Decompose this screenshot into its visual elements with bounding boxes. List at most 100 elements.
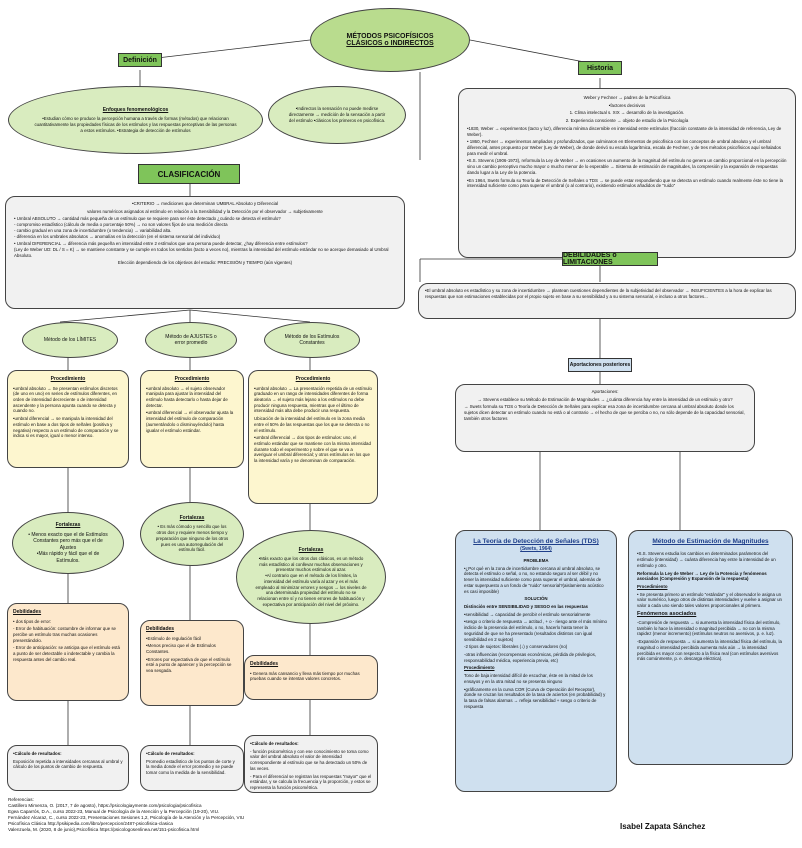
limites-fortalezas-oval: Fortalezas • Menos exacto que el de Estí…: [12, 512, 124, 574]
ajustes-calculo-box: •Cálculo de resultados: Promedio estadís…: [140, 745, 244, 791]
indirectos-text: •Indirectos la sensación no puede medirs…: [288, 106, 386, 123]
debilidades-text: •Menos preciso que el de Estímulos Const…: [146, 643, 216, 654]
debilidades-heading: Debilidades: [250, 661, 279, 667]
ajustes-procedimiento-box: Procedimiento •umbral absoluto → el suje…: [140, 370, 244, 468]
title-line2: CLÁSICOS o INDIRECTOS: [346, 40, 434, 47]
estimacion-fenomenos-label: Fenómenos asociados: [637, 610, 697, 617]
calculo-text: Exposición repetida a intensidades cerca…: [13, 758, 123, 770]
debilidades-text: •Errores por expectativa de que el estím…: [146, 656, 232, 674]
tds-solucion-text: -2 tipos de sujetos: liberales (↓) y con…: [464, 644, 568, 650]
historia-line: 1. Clima intelectual s. XIX → desarrollo…: [569, 110, 685, 116]
fortalezas-heading: Fortalezas: [55, 522, 81, 528]
fortalezas-heading: Fortalezas: [179, 514, 205, 521]
debilidades-text: • dos tipos de error:: [13, 618, 52, 624]
aportaciones-line: → Stevens establece su Método de Estimac…: [477, 396, 733, 402]
estimacion-box: Método de Estimación de Magnitudes •S.S.…: [628, 530, 793, 765]
metodo-limites-label: Método de los LÍMITES: [43, 337, 97, 343]
definicion-label: Definición: [118, 53, 162, 67]
metodo-ajustes-label: Método de AJUSTES o error promedio: [165, 334, 217, 346]
tds-solucion-text: -otras influencias (recompensas económic…: [464, 652, 597, 663]
debilidades-text: •Estímulo de regulación fácil: [146, 635, 202, 641]
calculo-heading: •Cálculo de resultados:: [13, 751, 62, 756]
aportaciones-line: Aportaciones:: [591, 389, 619, 394]
clasificacion-line: - cambio gradual en una zona de incertid…: [14, 227, 172, 233]
fortalezas-text: •Al contrario que en el método de los lí…: [255, 573, 367, 607]
tds-box: La Teoría de Detección de Señales (TDS) …: [455, 530, 617, 792]
procedimiento-heading: Procedimiento: [174, 376, 210, 382]
procedimiento-text: Ubicación de la intensidad del estímulo …: [254, 416, 370, 433]
aportaciones-box: Aportaciones: → Stevens establece su Mét…: [455, 384, 755, 452]
clasificacion-line: • Umbral DIFERENCIAL → diferencia más pe…: [14, 241, 308, 247]
calculo-text: - función psicométrica y con ese conocim…: [250, 748, 369, 771]
debilidades-label: DEBILIDADES o LIMITACIONES: [562, 252, 658, 266]
clasificacion-line: - compromiso estadístico (cálculo de med…: [14, 222, 228, 228]
historia-line: Weber y Fechner → padres de la Psicofísi…: [583, 95, 671, 100]
estimacion-procedimiento-text: • Se presenta primero un estímulo "están…: [637, 591, 782, 609]
fortalezas-text: • Es más cómodo y sencillo que los otros…: [155, 524, 229, 553]
fortalezas-text: • Menos exacto que el de Estímulos Const…: [28, 531, 108, 551]
procedimiento-text: •umbral absoluto → Se presentan estímulo…: [13, 385, 118, 414]
clasificacion-line: - diferencia en los umbrales absolutos →…: [14, 233, 221, 239]
limites-calculo-box: •Cálculo de resultados: Exposición repet…: [7, 745, 129, 791]
tds-title: La Teoría de Detección de Señales (TDS): [473, 538, 599, 545]
historia-line: •En 1964, Swets formula su Teoría de Det…: [467, 177, 783, 189]
reference-item: Valenzuela, M. (2020, 8 de junio),Psicof…: [8, 827, 200, 833]
tds-procedimiento-text: Tono de baja intensidad difícil de escuc…: [464, 673, 593, 684]
tds-solucion-label: SOLUCIÓN: [524, 596, 548, 602]
historia-box: Weber y Fechner → padres de la Psicofísi…: [458, 88, 796, 258]
metodo-limites-oval: Método de los LÍMITES: [22, 322, 118, 358]
tds-problema-text: •¿Por qué en la zona de incertidumbre ce…: [464, 565, 604, 594]
historia-line: • 1860, Fechner → experimentos ampliados…: [467, 139, 781, 156]
estimacion-procedimiento-label: Procedimiento: [637, 584, 668, 590]
historia-line: •factores decisivos: [608, 102, 646, 108]
historia-line: •S.S. Stevens (1906-1973), reformula la …: [467, 158, 787, 175]
metodo-constantes-oval: Método de los Estímulos Constantes: [264, 322, 360, 358]
reference-item: Egea Caparrós, D.A., curso 2022-23, Manu…: [8, 809, 220, 815]
clasificacion-box: •CRITERIO → mediciones que determinan UM…: [5, 196, 405, 309]
calculo-heading: •Cálculo de resultados:: [250, 741, 299, 746]
estimacion-title: Método de Estimación de Magnitudes: [652, 538, 769, 545]
procedimiento-text: •umbral diferencial → el observador ajus…: [146, 410, 234, 433]
tds-solucion-text: •sesgo o criterio de respuesta → actitud…: [464, 619, 607, 642]
aportaciones-posteriores-label: Aportaciones posteriores: [568, 358, 632, 372]
author-name: Isabel Zapata Sánchez: [620, 822, 706, 831]
estimacion-fenomenos-text: -Compresión de respuesta → si aumenta la…: [637, 620, 781, 637]
tds-solucion-text: •sensibilidad → capacidad de percibir el…: [464, 611, 591, 617]
tds-procedimiento-label: Procedimiento: [464, 665, 495, 671]
limites-debilidades-box: Debilidades • dos tipos de error: - Erro…: [7, 603, 129, 701]
references-label: Referencias:: [8, 797, 34, 802]
debilidades-text: - Error de habituación: costumbre de inf…: [13, 626, 116, 643]
clasificacion-line: Elección dependiendo de los objetivos de…: [117, 260, 293, 266]
procedimiento-text: •umbral absoluto → el sujeto observador …: [146, 385, 228, 408]
ajustes-debilidades-box: Debilidades •Estímulo de regulación fáci…: [140, 620, 244, 706]
debilidades-text: - Error de anticipación: se anticipa que…: [13, 645, 120, 662]
reference-item: Castillero Mimenza, O. (2017, 7 de agost…: [8, 803, 202, 809]
tds-subtitle: (Swets, 1964): [520, 546, 552, 553]
clasificacion-line: (Ley de Weber UD: DL / S = K) → se manti…: [14, 247, 389, 258]
constantes-procedimiento-box: Procedimiento •umbral absoluto → La pres…: [248, 370, 378, 504]
fortalezas-heading: Fortalezas: [298, 546, 324, 553]
clasificacion-line: • Umbral ABSOLUTO → cantidad más pequeña…: [14, 216, 281, 222]
estimacion-fenomenos-text: -Expansión de respuesta → si aumenta la …: [637, 639, 782, 662]
enfoques-text: •Estudian cómo se produce la percepción …: [34, 116, 237, 133]
clasificacion-label: CLASIFICACIÓN: [138, 164, 240, 184]
ajustes-fortalezas-oval: Fortalezas • Es más cómodo y sencillo qu…: [140, 502, 244, 566]
historia-line: 2. Experiencia consciente → objeto de es…: [565, 118, 689, 124]
enfoques-heading: Enfoques fenomenológicos: [102, 106, 169, 113]
reference-item: Fernández Alcaraz, C., curso 2022-23, Pr…: [8, 815, 245, 821]
calculo-heading: •Cálculo de resultados:: [146, 751, 195, 756]
calculo-text: Promedio estadístico de los puntos de co…: [146, 758, 235, 776]
title-line1: MÉTODOS PSICOFÍSICOS: [346, 33, 434, 40]
title-oval: MÉTODOS PSICOFÍSICOS CLÁSICOS o INDIRECT…: [310, 8, 470, 72]
historia-line: •1830, Weber → experimentos (tacto y luz…: [467, 125, 782, 137]
estimacion-intro: •S.S. Stevens estudia los cambios en det…: [637, 551, 776, 568]
debilidades-heading: Debilidades: [146, 626, 175, 632]
metodo-constantes-label: Método de los Estímulos Constantes: [284, 334, 340, 346]
debilidades-heading: Debilidades: [13, 609, 42, 615]
constantes-fortalezas-oval: Fortalezas •Más exacto que los otros dos…: [236, 530, 386, 624]
calculo-text: - Para el diferencial se registran las r…: [250, 773, 372, 791]
metodo-ajustes-oval: Método de AJUSTES o error promedio: [145, 322, 237, 358]
tds-procedimiento-text: •gráficamente en la curva COR (Curva de …: [464, 686, 606, 709]
references: Referencias: Castillero Mimenza, O. (201…: [8, 797, 428, 845]
constantes-debilidades-box: Debilidades • Genera más cansancio y lle…: [244, 655, 378, 700]
